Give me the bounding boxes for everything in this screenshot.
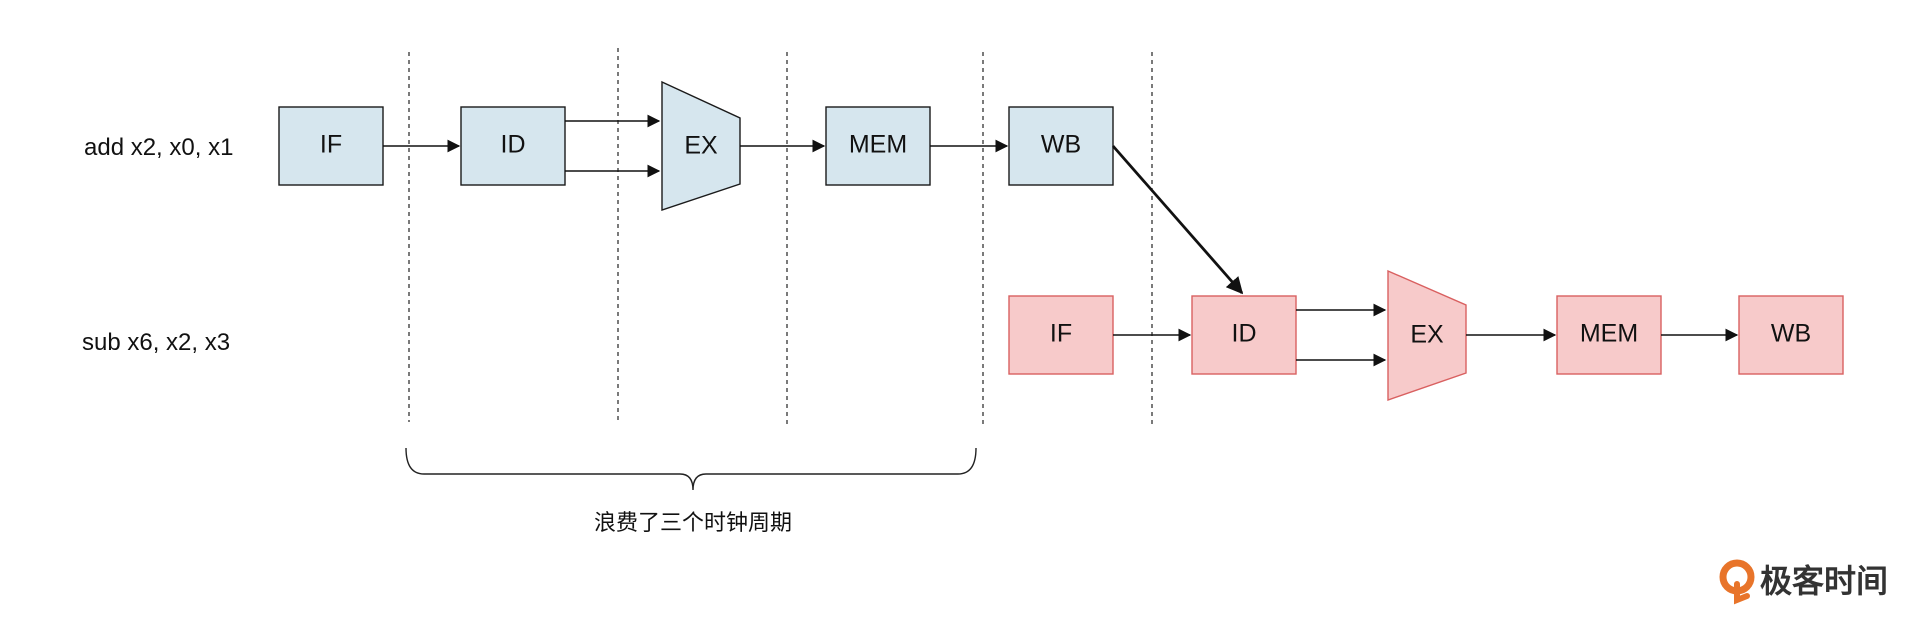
instruction-sub-label: sub x6, x2, x3 (82, 329, 230, 356)
stage-ex-alu (661, 80, 741, 211)
stage-if-label: IF (320, 131, 342, 159)
stage-id-label: ID (501, 131, 526, 159)
wasted-cycles-brace (405, 447, 977, 491)
stage-id-box (1191, 295, 1297, 375)
stage-wb-label: WB (1771, 320, 1811, 348)
stage-id-box (460, 106, 566, 186)
stage-wb-box (1738, 295, 1844, 375)
geektime-logo: 极客时间 (1719, 559, 1888, 605)
stage-ex-alu (1387, 269, 1467, 401)
logo-text: 极客时间 (1760, 562, 1888, 600)
stage-id-label: ID (1232, 320, 1257, 348)
stage-if-label: IF (1050, 320, 1072, 348)
stage-mem-label: MEM (1580, 320, 1638, 348)
instruction-add-label: add x2, x0, x1 (84, 134, 233, 161)
stage-mem-box (1556, 295, 1662, 375)
stage-mem-label: MEM (849, 131, 907, 159)
pipeline-sub: IF ID EX MEM WB (1008, 269, 1844, 401)
stage-ex-label: EX (1410, 321, 1444, 349)
arrow-wb-to-id-dependency (1111, 145, 1244, 295)
stage-wb-box (1008, 106, 1114, 186)
pipeline-add: IF ID EX MEM WB (278, 80, 1114, 211)
stage-ex-label: EX (684, 132, 718, 160)
stage-if-box (1008, 295, 1114, 375)
geektime-logo-icon (1719, 559, 1755, 605)
stage-wb-label: WB (1041, 131, 1081, 159)
stage-mem-box (825, 106, 931, 186)
wasted-cycles-note: 浪费了三个时钟周期 (594, 511, 792, 536)
